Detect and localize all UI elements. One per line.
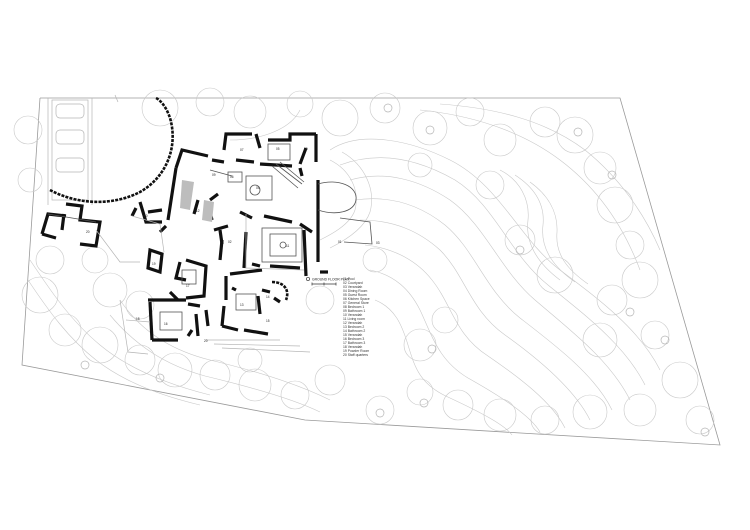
service-core-hatch	[180, 169, 233, 222]
room-number: 09	[212, 173, 216, 177]
legend-item: 05 Guest Room	[343, 293, 367, 297]
room-number: 07	[240, 148, 244, 152]
room-number: 12	[196, 209, 200, 213]
room-number: 11	[286, 244, 290, 248]
room-number: 10	[144, 214, 148, 218]
driveway-arc	[49, 96, 174, 204]
legend-item: 04 Dining Room	[343, 289, 367, 293]
room-number: 06	[230, 175, 234, 179]
room-legend: 01 Pool 02 Courtyard 03 Verandah 04 Dini…	[343, 277, 370, 357]
legend-item: 18 Verandah	[343, 345, 362, 349]
legend-item: 03 Verandah	[343, 285, 362, 289]
room-number: 02	[228, 240, 232, 244]
legend-item: 19 Powder Room	[343, 349, 369, 353]
room-number: 04	[256, 186, 260, 190]
room-number: 20	[204, 339, 208, 343]
legend-item: 16 Bedroom 3	[343, 337, 364, 341]
room-number: 03	[376, 241, 380, 245]
legend-item: 20 Staff quarters	[343, 353, 368, 357]
house-walls	[130, 132, 328, 342]
room-number: 13	[240, 303, 244, 307]
shrub-marks	[80, 103, 710, 437]
room-labels: 01 02 03 04 05 06 07 08 09 10 11 12 13 1…	[136, 147, 380, 343]
drawing-title: GROUND FLOOR PLAN	[312, 278, 350, 282]
room-number: 16	[164, 322, 168, 326]
legend-item: 08 Bedroom 1	[343, 305, 364, 309]
room-number: 14	[266, 295, 270, 299]
tree-canopies	[13, 87, 715, 435]
interior-lines	[95, 143, 373, 355]
legend-item: 06 Kitchen Space	[343, 297, 370, 301]
legend-item: 12 Verandah	[343, 321, 362, 325]
legend-item: 10 Verandah	[343, 313, 362, 317]
room-number: 17	[186, 284, 190, 288]
site-boundary	[21, 97, 721, 446]
legend-item: 14 Bathroom 2	[343, 329, 365, 333]
legend-item: 09 Bathroom 1	[343, 309, 365, 313]
room-number: 01	[338, 240, 342, 244]
legend-item: 07 General Store	[343, 301, 369, 305]
room-number: 05	[276, 147, 280, 151]
legend-item: 15 Verandah	[343, 333, 362, 337]
staff-quarters: 20	[40, 202, 102, 248]
legend-item: 17 Bathroom 3	[343, 341, 365, 345]
room-number: 19	[152, 262, 156, 266]
drawing-title-block: GROUND FLOOR PLAN	[305, 276, 350, 286]
legend-item: 02 Courtyard	[343, 281, 363, 285]
room-number: 08	[304, 147, 308, 151]
legend-item: 11 Living room	[343, 317, 365, 321]
legend-item: 13 Bedroom 2	[343, 325, 364, 329]
room-number: 18	[136, 317, 140, 321]
parking-area	[51, 94, 119, 201]
legend-item: 01 Pool	[343, 277, 355, 281]
room-number: 15	[266, 319, 270, 323]
svg-text:20: 20	[86, 230, 90, 234]
